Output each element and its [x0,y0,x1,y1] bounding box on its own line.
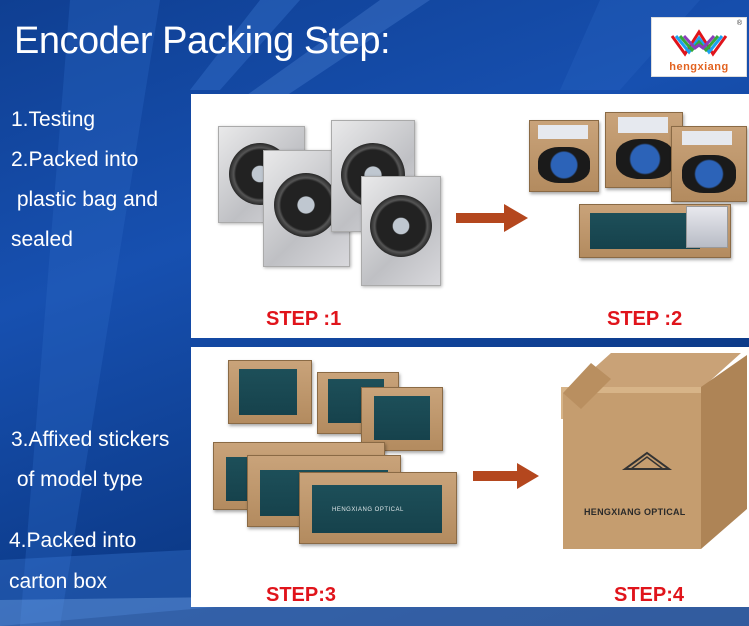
panel-step-1-2: STEP :1 STEP :2 [191,94,749,338]
box-label-text: HENGXIANG OPTICAL [332,507,404,513]
bagged-encoder [686,206,728,248]
open-encoder-box [529,120,599,192]
sidebar-step1: 1.Testing [11,108,96,131]
sealed-encoder-bag [361,176,441,286]
sidebar-step4-line1: 4.Packed into [9,529,137,552]
carton-brand-text: HENGXIANG OPTICAL [584,507,686,517]
page-title: Encoder Packing Step: [14,20,391,62]
open-encoder-box [605,112,683,188]
labeled-box: HENGXIANG OPTICAL [299,472,457,544]
sidebar-step2-line1: 2.Packed into [11,148,139,171]
step-1-label: STEP :1 [266,308,342,330]
registered-mark: ® [736,20,742,27]
step-3-label: STEP:3 [266,584,337,606]
carton-box [561,353,747,549]
labeled-box [228,360,312,424]
panel-step-3-4: HENGXIANG OPTICAL HENGXIANG OPTICAL STEP… [191,347,749,607]
sidebar-step2-line2: plastic bag and [11,188,159,211]
logo-mark-icon [670,29,728,57]
labeled-box [361,387,443,451]
arrow-right-icon [473,463,539,489]
logo-brand-text: hengxiang [669,61,729,73]
sidebar-step2-line3: sealed [11,228,73,251]
sidebar-step4-line2: carton box [9,570,108,593]
sidebar-step3-line2: of model type [11,468,143,491]
step-2-label: STEP :2 [607,308,683,330]
open-encoder-box [671,126,747,202]
arrow-right-icon [456,204,528,232]
step-4-label: STEP:4 [614,584,685,606]
company-logo: ® hengxiang [651,17,747,77]
sidebar-step3-line1: 3.Affixed stickers [11,428,170,451]
